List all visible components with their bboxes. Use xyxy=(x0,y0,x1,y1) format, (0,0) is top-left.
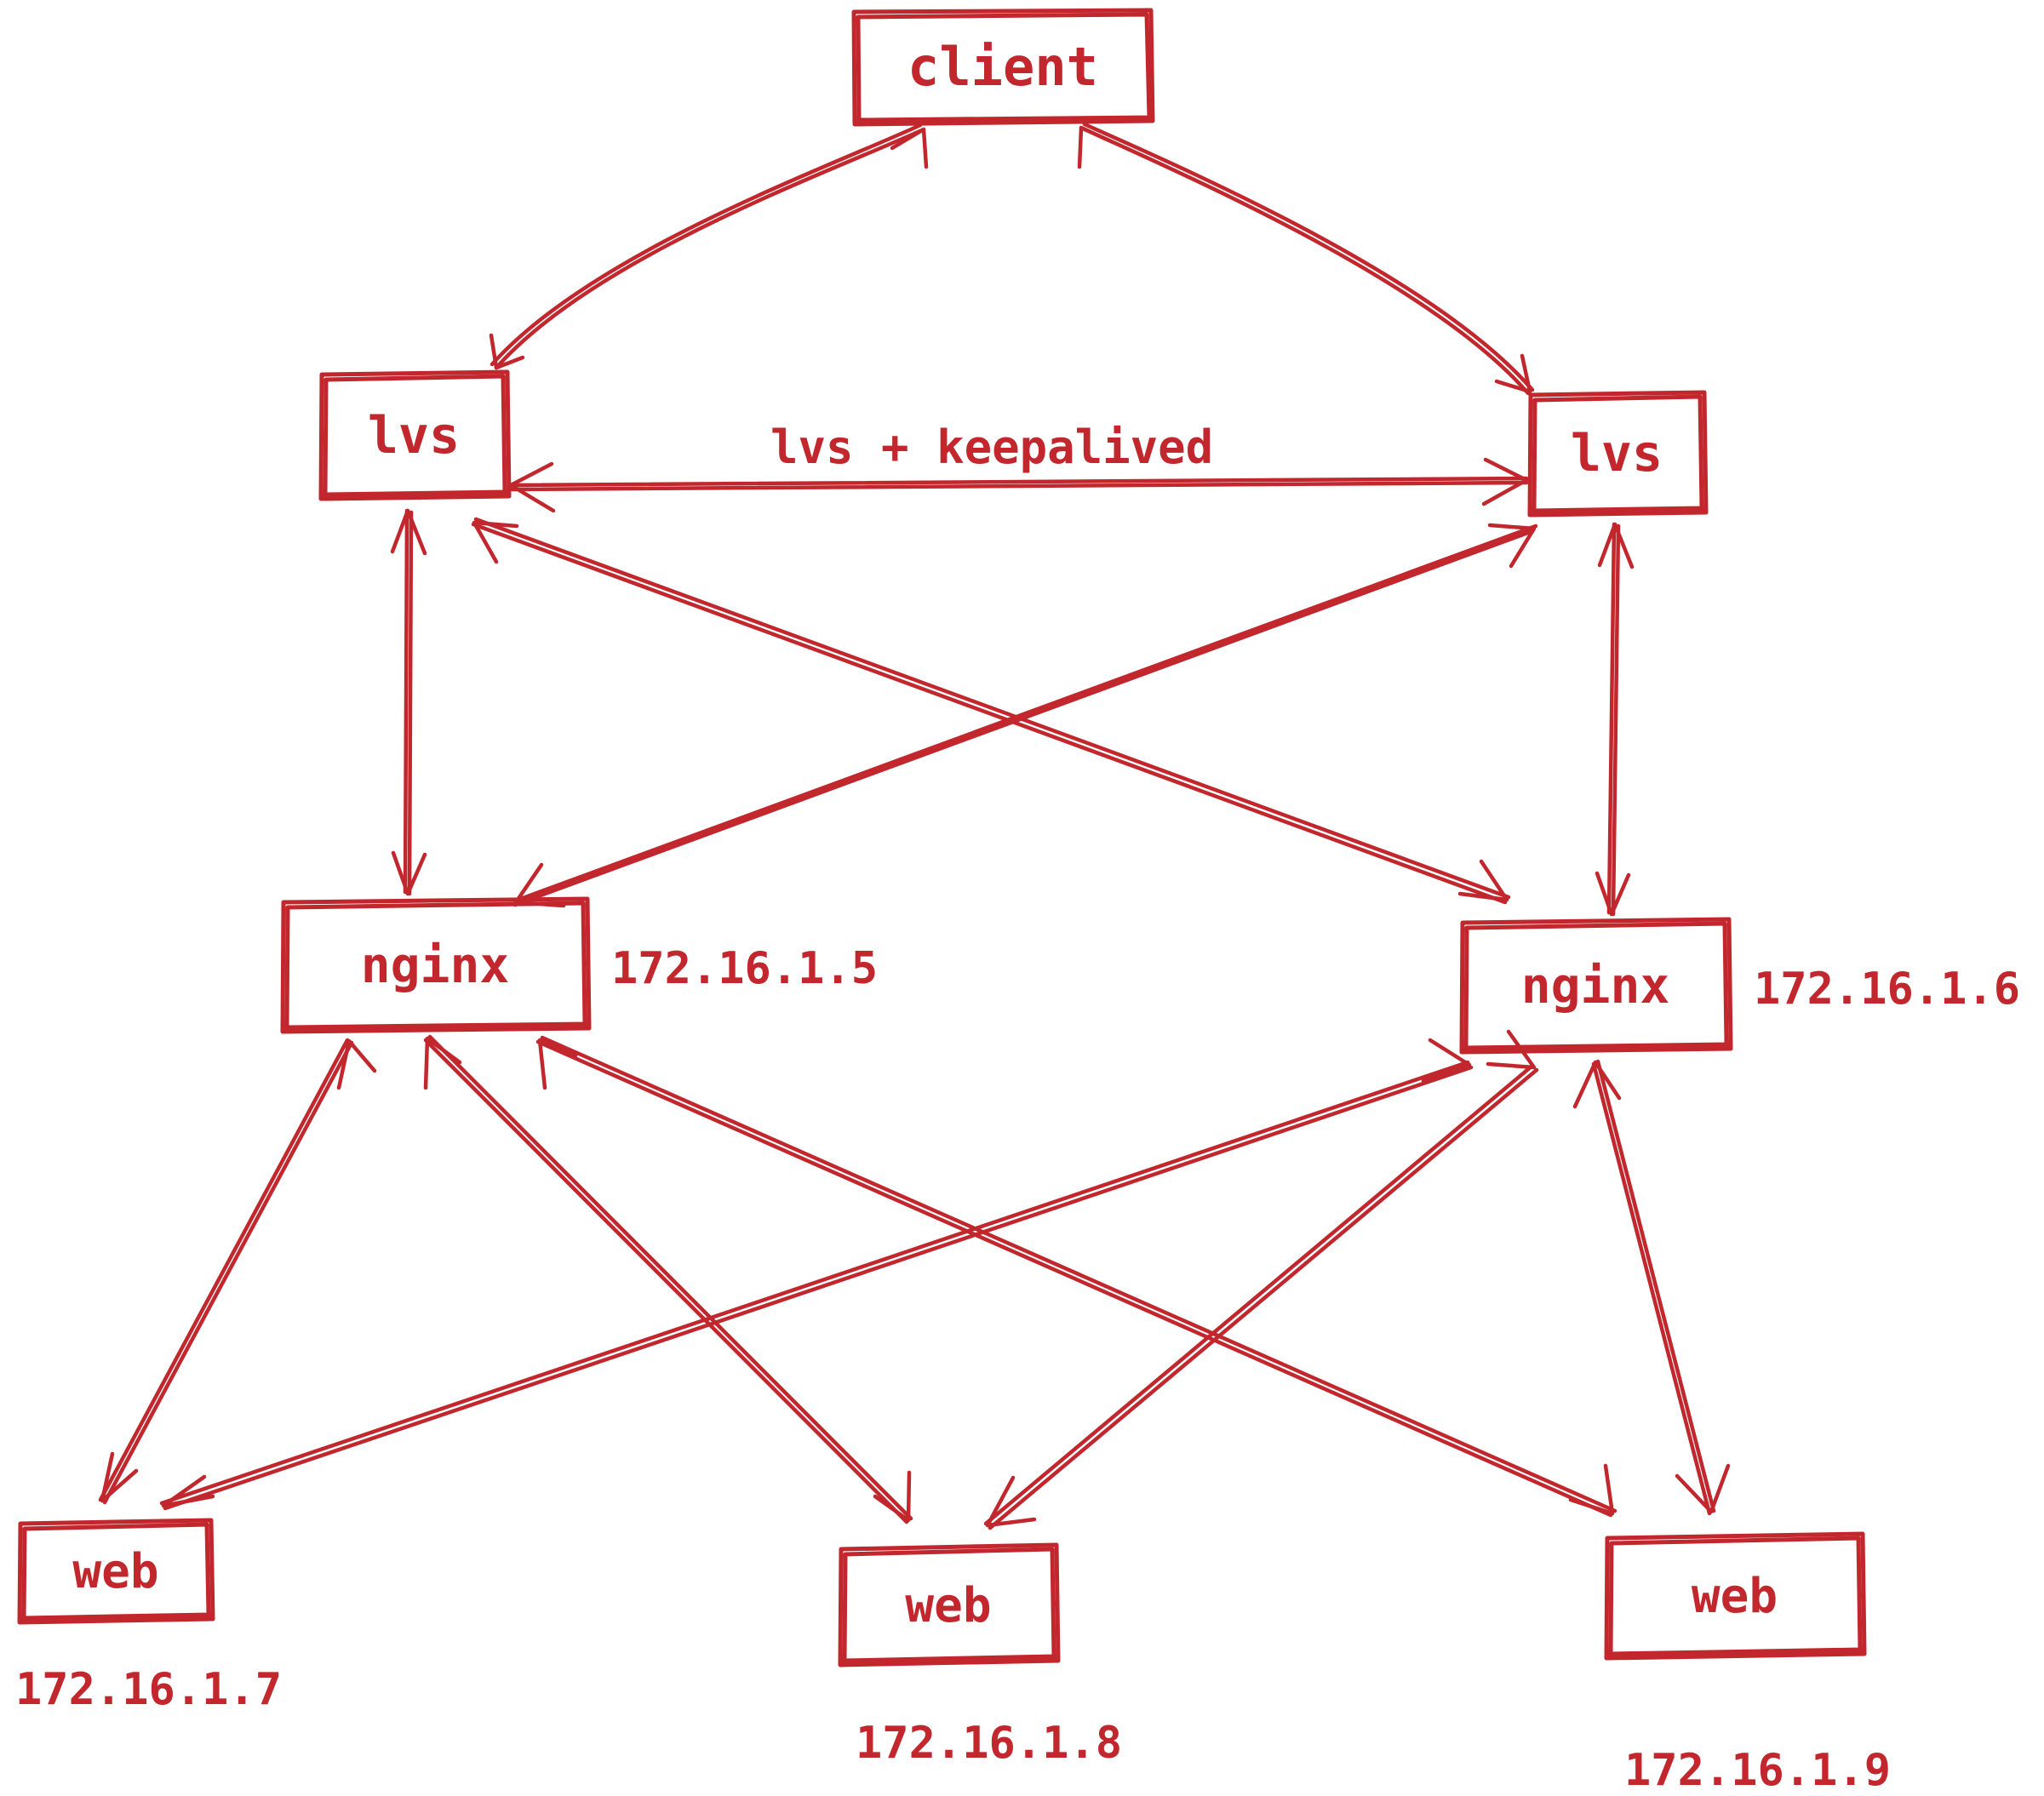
edge-nginx-right-web-2 xyxy=(983,1029,1539,1530)
node-nginx-left[interactable] xyxy=(281,899,589,1032)
ip-label-nginx-right: 172.16.1.6 xyxy=(1754,964,2021,1015)
edge-client-lvs-left xyxy=(489,123,929,370)
node-box-web-3[interactable] xyxy=(1604,1531,1867,1661)
node-box-web-1[interactable] xyxy=(17,1518,215,1625)
node-box-web-2[interactable] xyxy=(838,1542,1061,1667)
node-web-2[interactable] xyxy=(839,1545,1058,1665)
node-lvs-left[interactable] xyxy=(319,373,509,499)
edge-lvs-right-nginx-right xyxy=(1595,522,1635,917)
edge-nginx-right-web-3 xyxy=(1572,1059,1731,1516)
edge-lvs-left-lvs-right xyxy=(508,457,1529,513)
edge-nginx-left-web-3 xyxy=(535,1035,1617,1518)
edge-lvs-left-nginx-left xyxy=(390,508,427,896)
ip-label-web-3: 172.16.1.9 xyxy=(1624,1745,1892,1796)
edge-label-lvs-keepalived: lvs + keepalived xyxy=(770,420,1214,474)
node-box-lvs-right[interactable] xyxy=(1527,390,1709,518)
node-box-lvs-left[interactable] xyxy=(318,369,512,501)
node-box-nginx-right[interactable] xyxy=(1459,917,1733,1055)
edge-nginx-left-web-1 xyxy=(98,1038,377,1505)
node-box-nginx-left[interactable] xyxy=(280,896,592,1034)
edge-client-lvs-right xyxy=(1077,122,1535,396)
node-client[interactable] xyxy=(853,10,1153,124)
edge-nginx-left-web-2 xyxy=(423,1034,913,1524)
ip-label-web-2: 172.16.1.8 xyxy=(856,1718,1123,1769)
node-nginx-right[interactable] xyxy=(1460,919,1731,1052)
node-box-client[interactable] xyxy=(851,8,1155,127)
ip-label-nginx-left: 172.16.1.5 xyxy=(611,943,879,994)
edge-lvs-left-nginx-right xyxy=(471,517,1511,905)
node-web-1[interactable] xyxy=(19,1520,213,1622)
node-lvs-right[interactable] xyxy=(1528,393,1707,515)
ip-label-web-1: 172.16.1.7 xyxy=(15,1664,283,1715)
node-web-3[interactable] xyxy=(1606,1534,1864,1658)
edge-nginx-right-web-1 xyxy=(159,1038,1474,1511)
